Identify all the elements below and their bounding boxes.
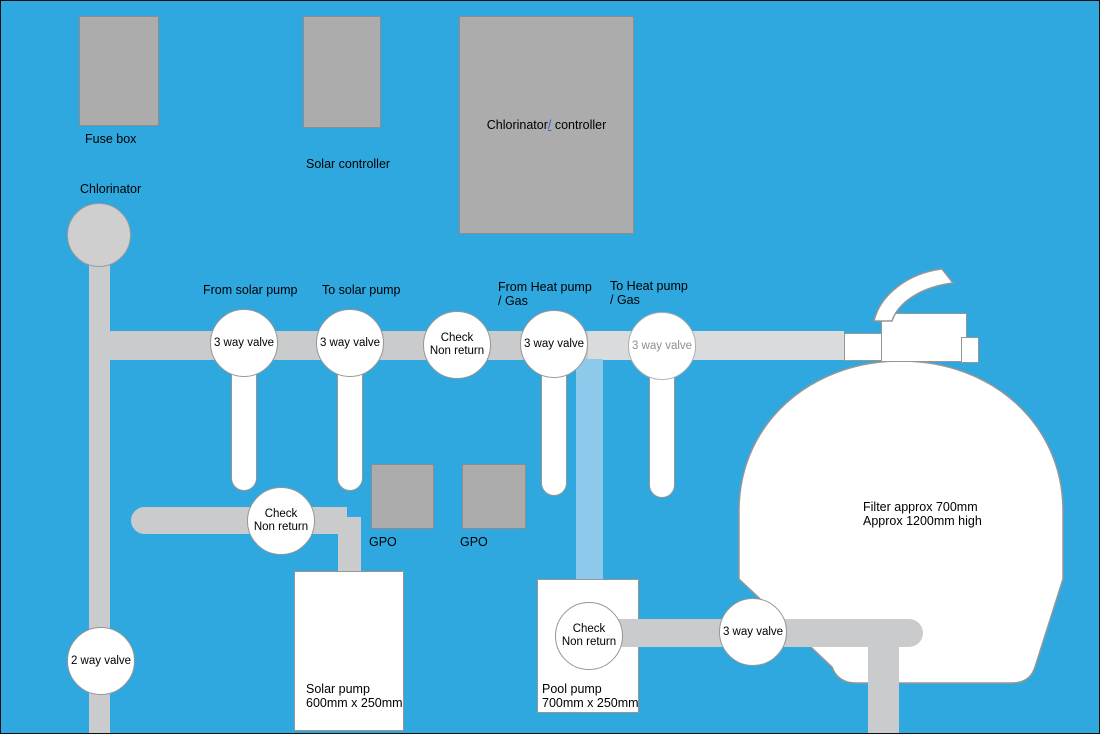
check-valve-main-line1: Check	[440, 332, 474, 344]
filter-tank	[738, 360, 1064, 684]
to-heat-pump-line2: / Gas	[610, 293, 640, 307]
three-way-valve-to-solar: 3 way valve	[316, 309, 384, 377]
solar-pump	[294, 571, 404, 731]
multiport-valve-outlet	[961, 337, 979, 363]
filter-label-line2: Approx 1200mm high	[863, 514, 982, 528]
check-valve-pool-label: Check Non return	[562, 623, 616, 649]
chlorinator-controller-box: Chlorinator/ controller	[459, 16, 634, 234]
check-valve-pool-line1: Check	[572, 623, 606, 635]
check-valve-solar-label: Check Non return	[254, 508, 308, 534]
gpo-left	[371, 464, 434, 529]
from-heat-pump-label: From Heat pump / Gas	[498, 280, 592, 308]
fuse-box-label: Fuse box	[85, 132, 137, 146]
from-heat-pump-line2: / Gas	[498, 294, 528, 308]
three-way-valve-from-solar: 3 way valve	[210, 309, 278, 377]
fuse-box	[79, 16, 159, 126]
gpo-right-label: GPO	[460, 535, 488, 549]
to-heat-pump-line1: To Heat pump	[610, 279, 688, 293]
check-valve-solar-line1: Check	[264, 508, 298, 520]
two-way-valve: 2 way valve	[67, 627, 135, 695]
to-solar-pump-label: To solar pump	[322, 283, 401, 297]
check-valve-pool-line2: Non return	[561, 636, 617, 648]
three-way-valve-to-heat-label: 3 way valve	[631, 339, 693, 352]
pool-pump-line2: 700mm x 250mm	[542, 696, 639, 710]
drop-pipe-from-heat	[541, 371, 567, 496]
check-valve-main-label: Check Non return	[430, 332, 484, 358]
drop-pipe-to-heat	[649, 373, 675, 498]
three-way-valve-filter: 3 way valve	[719, 598, 787, 666]
check-valve-main: Check Non return	[423, 311, 491, 379]
check-valve-solar: Check Non return	[247, 487, 315, 555]
solar-pump-connector	[338, 517, 361, 573]
drop-pipe-from-solar	[231, 369, 257, 491]
chlorinator-label: Chlorinator	[80, 182, 142, 196]
chlorinator-unit	[67, 203, 131, 267]
pool-pump-label: Pool pump 700mm x 250mm	[542, 682, 639, 710]
chlorinator-controller-slash: /	[547, 118, 552, 132]
check-valve-solar-line2: Non return	[253, 521, 309, 533]
three-way-valve-to-solar-label: 3 way valve	[319, 336, 381, 349]
filter-label-line1: Filter approx 700mm	[863, 500, 978, 514]
solar-controller-label: Solar controller	[306, 157, 391, 171]
solar-pump-line2: 600mm x 250mm	[306, 696, 403, 710]
pool-pump-line1: Pool pump	[542, 682, 602, 696]
drop-pipe-to-solar	[337, 369, 363, 491]
check-valve-main-line2: Non return	[429, 345, 485, 357]
suction-pipe-to-pool-pump	[576, 359, 603, 580]
three-way-valve-from-heat-label: 3 way valve	[523, 337, 585, 350]
multiport-valve-handle	[873, 268, 955, 322]
three-way-valve-filter-label: 3 way valve	[722, 625, 784, 638]
filter-inlet-connector	[844, 333, 884, 361]
three-way-valve-to-heat: 3 way valve	[628, 312, 696, 380]
gpo-left-label: GPO	[369, 535, 397, 549]
three-way-valve-from-heat: 3 way valve	[520, 310, 588, 378]
chlorinator-pipe	[89, 233, 110, 733]
chlorinator-controller-label-post: controller	[551, 118, 607, 132]
solar-pump-label: Solar pump 600mm x 250mm	[306, 682, 403, 710]
to-heat-pump-label: To Heat pump / Gas	[610, 279, 688, 307]
solar-controller-box	[303, 16, 381, 128]
chlorinator-controller-label: Chlorinator/ controller	[487, 118, 607, 132]
from-heat-pump-line1: From Heat pump	[498, 280, 592, 294]
solar-pump-line1: Solar pump	[306, 682, 370, 696]
two-way-valve-label: 2 way valve	[70, 654, 132, 667]
three-way-valve-from-solar-label: 3 way valve	[213, 336, 275, 349]
from-solar-pump-label: From solar pump	[203, 283, 298, 297]
check-valve-pool: Check Non return	[555, 602, 623, 670]
chlorinator-controller-label-pre: Chlorinator	[486, 118, 548, 132]
gpo-right	[462, 464, 526, 529]
filter-label: Filter approx 700mm Approx 1200mm high	[863, 500, 982, 528]
